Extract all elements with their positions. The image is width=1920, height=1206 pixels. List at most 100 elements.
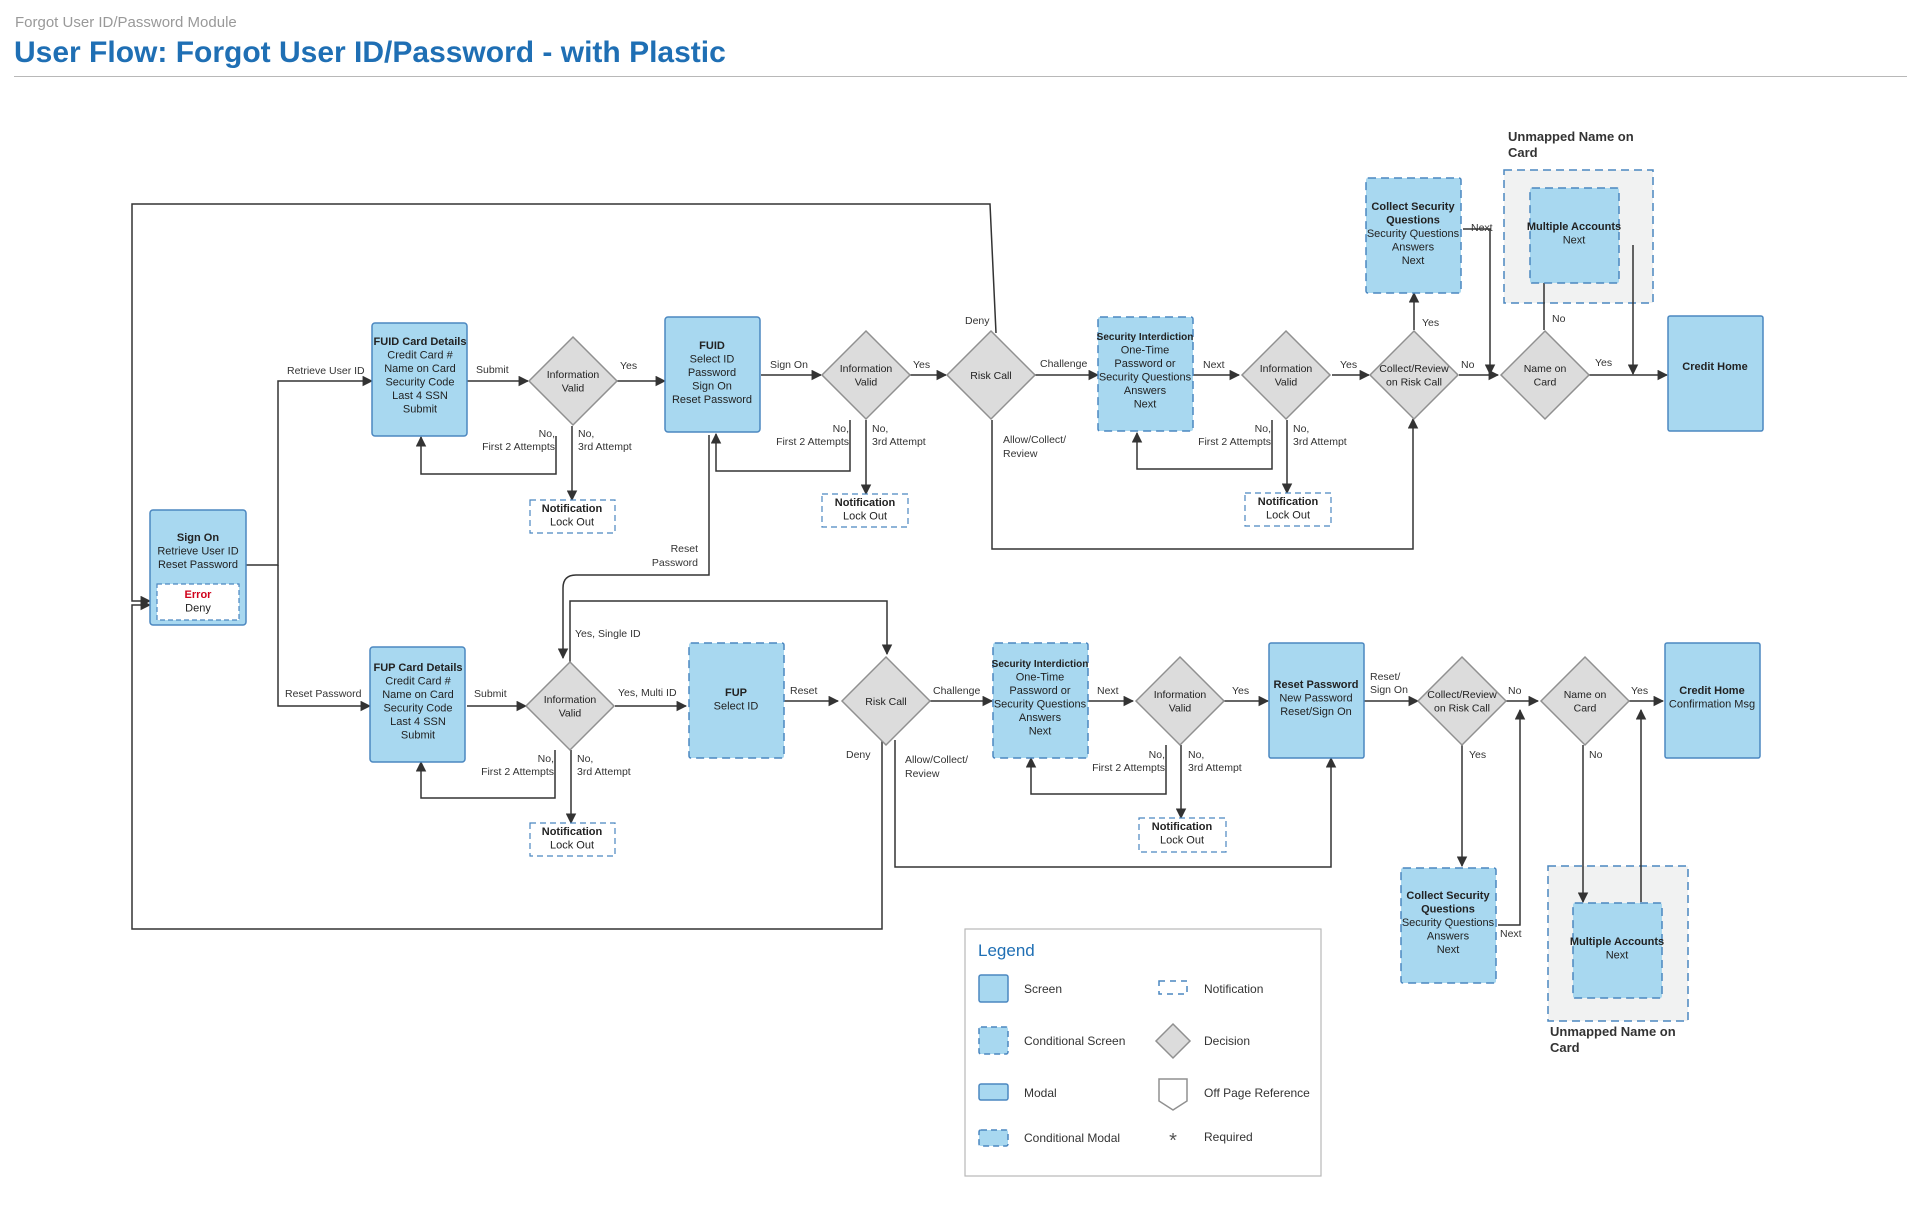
node-line: Password or — [1009, 685, 1070, 697]
node-line: Lock Out — [843, 511, 887, 523]
label-no-first2-2: No,First 2 Attempts — [776, 423, 849, 448]
node-line: on Risk Call — [1386, 377, 1442, 389]
risk-1-text: Risk Call — [970, 370, 1011, 382]
label-yes-1: Yes — [620, 360, 637, 372]
decision-collect-review-1 — [1368, 329, 1460, 421]
label-no-3rd-1: No,3rd Attempt — [578, 428, 632, 453]
node-line: Reset Password — [158, 559, 238, 571]
node-line: Password — [688, 367, 736, 379]
node-line: Next — [1606, 950, 1629, 962]
node-line: Answers — [1019, 712, 1062, 724]
multiple-accounts-1-box — [1529, 187, 1620, 284]
label-no-3rd-2: No,3rd Attempt — [872, 423, 926, 448]
node-title: Notification — [1152, 821, 1213, 833]
legend-screen-label: Screen — [1024, 982, 1062, 996]
node-line: Security Questions — [1402, 917, 1495, 929]
node-line: Security Code — [385, 377, 454, 389]
label-reset-sign-on: Reset/Sign On — [1370, 671, 1408, 696]
required-asterisk-icon: * — [1169, 1130, 1177, 1152]
node-line: Valid — [1169, 703, 1192, 715]
node-line: Risk Call — [970, 370, 1011, 382]
node-line: Answers — [1427, 931, 1470, 943]
node-line: Valid — [1275, 377, 1298, 389]
label-challenge-2: Challenge — [933, 685, 980, 697]
legend-decision-swatch — [1154, 1022, 1192, 1060]
node-line: Information — [840, 363, 893, 375]
node-line: Lock Out — [1160, 835, 1204, 847]
credit-home-1-text: Credit Home — [1682, 361, 1747, 373]
legend-conditional-modal-swatch — [978, 1129, 1009, 1147]
node-line: Security Questions — [994, 699, 1087, 711]
node-line: Last 4 SSN — [390, 716, 446, 728]
node-line: Security Code — [383, 703, 452, 715]
legend-decision-label: Decision — [1204, 1034, 1250, 1048]
node-title: Multiple Accounts — [1527, 221, 1621, 233]
node-title: Credit Home — [1679, 685, 1744, 697]
node-title: Notification — [542, 826, 603, 838]
edge-next-csq-1 — [1463, 228, 1496, 376]
node-line: Information — [1260, 363, 1313, 375]
error-box — [156, 583, 240, 621]
label-allow-1: Allow/Collect/Review — [1003, 434, 1066, 460]
label-no-3rd-3: No,3rd Attempt — [1293, 423, 1347, 448]
node-title: Credit Home — [1682, 361, 1747, 373]
edge-next-csq-2 — [1498, 708, 1526, 926]
node-line: Name on Card — [384, 363, 456, 375]
label-retrieve-user-id: Retrieve User ID — [287, 365, 365, 377]
node-title: FUID Card Details — [374, 336, 467, 348]
security-interdiction-1-box — [1097, 316, 1194, 432]
legend-frame — [964, 928, 1322, 1177]
label-allow-2: Allow/Collect/Review — [905, 754, 968, 780]
decision-info-valid-3 — [1240, 329, 1332, 421]
credit-home-1-box — [1667, 315, 1764, 432]
edge-labels: Retrieve User ID Reset Password Submit Y… — [285, 222, 1648, 940]
node-line: One-Time — [1121, 345, 1170, 357]
node-line: Retrieve User ID — [157, 546, 238, 558]
label-yes-3: Yes — [1340, 359, 1357, 371]
label-sign-on: Sign On — [770, 359, 808, 371]
label-yes-2: Yes — [913, 359, 930, 371]
edge-retry-3 — [1131, 420, 1273, 470]
node-line: Lock Out — [550, 517, 594, 529]
edge-reset-password-link — [557, 435, 710, 660]
label-challenge-1: Challenge — [1040, 358, 1087, 370]
node-line: Reset/Sign On — [1280, 706, 1352, 718]
node-line: Next — [1402, 255, 1425, 267]
node-line: Information — [547, 369, 600, 381]
label-no-3rd-4: No,3rd Attempt — [577, 753, 631, 778]
node-line: Name on Card — [382, 689, 454, 701]
node-title: Notification — [1258, 496, 1319, 508]
node-title: Questions — [1386, 215, 1440, 227]
label-yes-6: Yes — [1232, 685, 1249, 697]
edge-reset-password — [277, 565, 372, 712]
node-line: Information — [544, 694, 597, 706]
label-no-first2-4: No,First 2 Attempts — [481, 753, 554, 778]
node-line: One-Time — [1016, 672, 1065, 684]
decision-info-valid-2 — [820, 329, 912, 421]
notification-1-box — [529, 499, 616, 534]
node-line: Information — [1154, 689, 1207, 701]
node-title: Sign On — [177, 532, 219, 544]
node-line: Deny — [185, 603, 211, 615]
edge-retry-1 — [415, 435, 557, 475]
node-line: Name on — [1564, 689, 1607, 701]
node-title: Notification — [835, 497, 896, 509]
edge-allow-2 — [894, 740, 1337, 868]
legend-modal-swatch — [978, 1083, 1009, 1101]
notification-3-box — [1244, 492, 1332, 527]
module-label: Forgot User ID/Password Module — [15, 14, 237, 31]
node-title: Multiple Accounts — [1570, 936, 1664, 948]
node-title: FUP Card Details — [373, 662, 462, 674]
